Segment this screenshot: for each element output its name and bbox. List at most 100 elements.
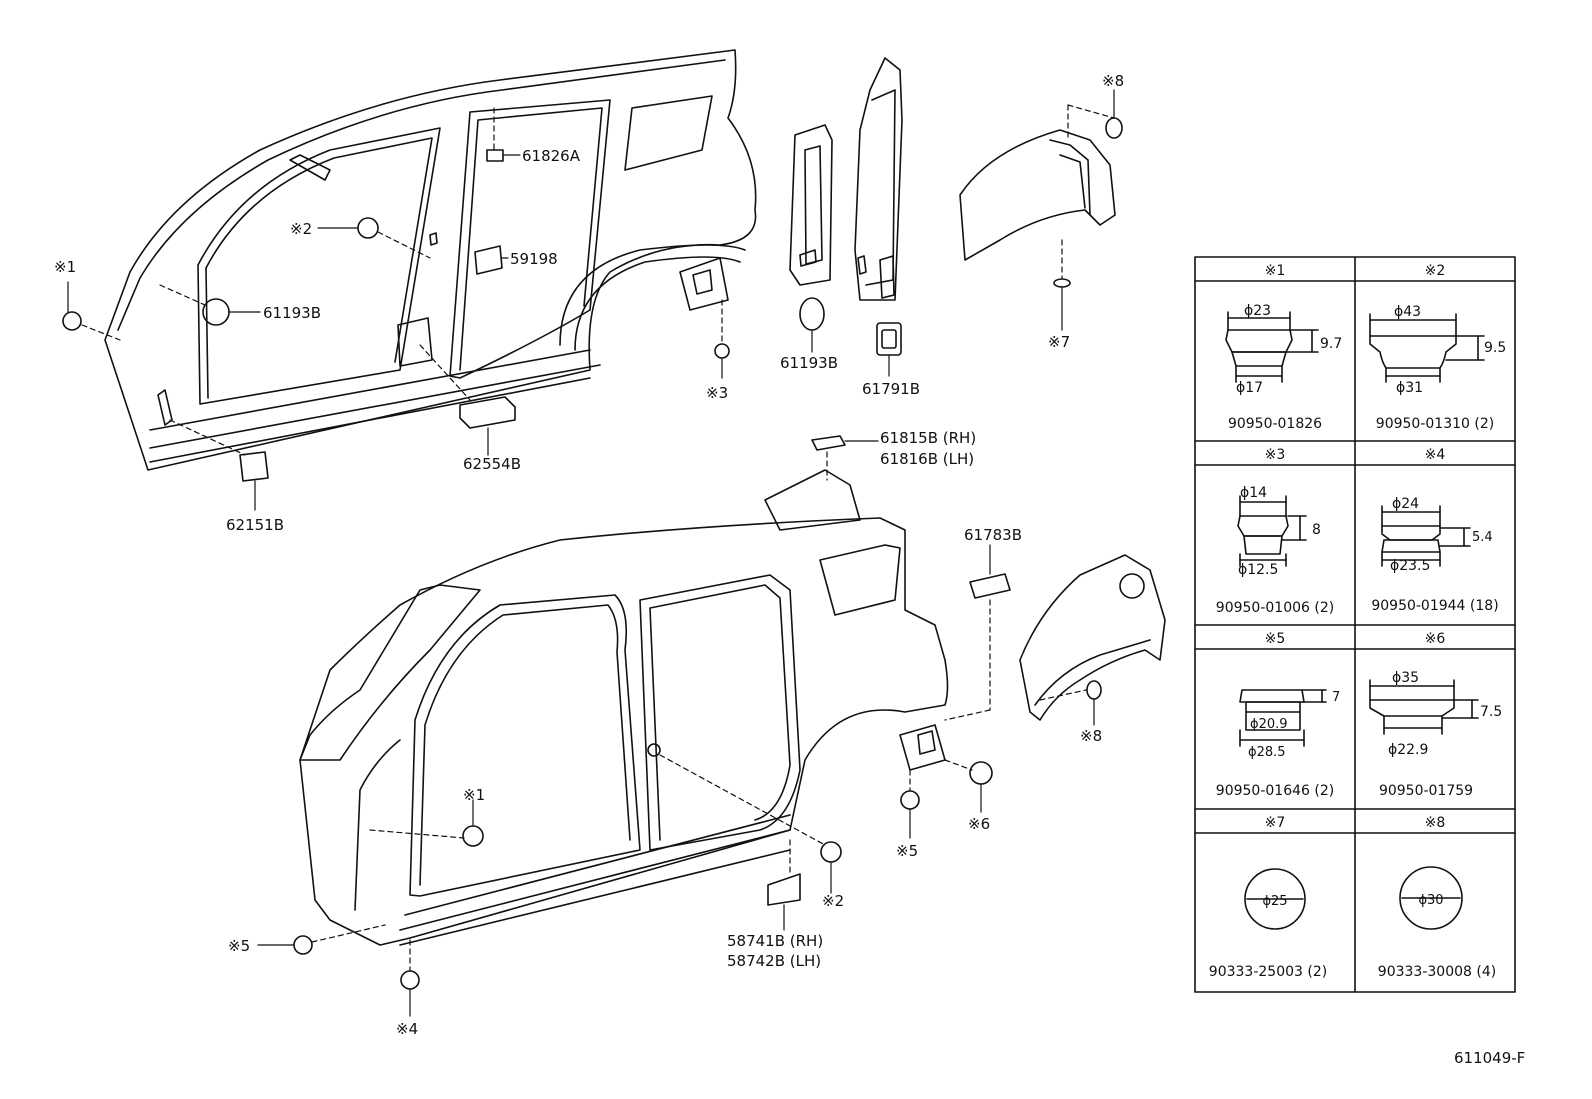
callout-61826A: 61826A <box>522 147 581 165</box>
rear-wheel-house-lower <box>1019 554 1166 721</box>
outer-side-panel-lower <box>299 469 949 946</box>
plug-61193B-b-shape <box>799 297 825 331</box>
callout-59198: 59198 <box>510 250 558 268</box>
cell-2-top-dim: ϕ43 <box>1394 304 1421 320</box>
mark-5-right: ※5 <box>896 842 918 860</box>
table-mark-3: ※3 <box>1265 447 1286 463</box>
cell-6-bottom-dim: ϕ22.9 <box>1388 742 1428 758</box>
mark-2-lower: ※2 <box>822 892 844 910</box>
table-mark-4: ※4 <box>1425 447 1446 463</box>
callout-61193B-b: 61193B <box>780 354 838 372</box>
cell-7-diameter: ϕ25 <box>1262 894 1287 909</box>
cell-6-height-dim: 7.5 <box>1480 704 1502 720</box>
mark-4: ※4 <box>396 1020 418 1038</box>
callout-61816B: 61816B (LH) <box>880 450 974 468</box>
table-cell-4: ϕ24 ϕ23.5 5.4 90950-01944 (18) <box>1371 496 1498 614</box>
cell-2-height-dim: 9.5 <box>1484 340 1506 356</box>
plug-mark1-upper-shape <box>62 311 82 331</box>
rear-wheel-house-upper <box>959 129 1116 261</box>
callout-61791B: 61791B <box>862 380 920 398</box>
table-mark-7: ※7 <box>1265 815 1286 831</box>
cell-8-part: 90333-30008 (4) <box>1378 964 1496 980</box>
cell-5-top-dim: ϕ20.9 <box>1250 717 1288 732</box>
plug-mark7-shape <box>1053 278 1071 288</box>
cell-2-bottom-dim: ϕ31 <box>1396 380 1423 396</box>
cell-4-height-dim: 5.4 <box>1472 530 1493 545</box>
mark-5-left: ※5 <box>228 937 250 955</box>
cell-1-height-dim: 9.7 <box>1320 336 1342 352</box>
plug-mark1-lower-shape <box>462 825 484 847</box>
callout-62151B: 62151B <box>226 516 284 534</box>
callout-labels: 61826A 59198 61193B 62554B 62151B 61193B… <box>54 72 1525 1067</box>
inner-side-panel-upper <box>104 49 757 471</box>
cell-2-part: 90950-01310 (2) <box>1376 416 1494 432</box>
table-mark-2: ※2 <box>1425 263 1446 279</box>
cell-1-top-dim: ϕ23 <box>1244 303 1271 319</box>
cell-6-part: 90950-01759 <box>1379 783 1473 799</box>
cell-4-top-dim: ϕ24 <box>1392 496 1419 512</box>
center-pillar-a <box>789 124 833 286</box>
table-mark-6: ※6 <box>1425 631 1446 647</box>
plug-mark6-shape <box>969 761 993 785</box>
callout-62554B: 62554B <box>463 455 521 473</box>
mark-1-lower: ※1 <box>463 786 485 804</box>
table-cell-8: ϕ30 90333-30008 (4) <box>1378 866 1496 980</box>
mark-8-upper: ※8 <box>1102 72 1124 90</box>
mark-3: ※3 <box>706 384 728 402</box>
mark-7: ※7 <box>1048 333 1070 351</box>
cell-5-part: 90950-01646 (2) <box>1216 783 1334 799</box>
mark-2-upper: ※2 <box>290 220 312 238</box>
center-pillar-b <box>854 57 903 301</box>
callout-58742B: 58742B (LH) <box>727 952 821 970</box>
mark-1-upper: ※1 <box>54 258 76 276</box>
plug-mark3-shape <box>714 343 730 359</box>
cell-3-part: 90950-01006 (2) <box>1216 600 1334 616</box>
mark-6: ※6 <box>968 815 990 833</box>
plug-mark4-shape <box>400 970 420 990</box>
cell-1-part: 90950-01826 <box>1228 416 1322 432</box>
cell-5-bottom-dim: ϕ28.5 <box>1248 745 1286 760</box>
grommet-61791B-shape <box>876 322 902 356</box>
cell-3-height-dim: 8 <box>1312 522 1321 538</box>
table-cell-1: ϕ23 ϕ17 9.7 90950-01826 <box>1225 303 1342 432</box>
small-parts-upper <box>62 117 1123 482</box>
callout-61783B: 61783B <box>964 526 1022 544</box>
plug-mark5-left-shape <box>293 935 313 955</box>
table-cell-7: ϕ25 90333-25003 (2) <box>1209 868 1327 980</box>
table-mark-5: ※5 <box>1265 631 1286 647</box>
cell-3-bottom-dim: ϕ12.5 <box>1238 562 1278 578</box>
callout-58741B: 58741B (RH) <box>727 932 823 950</box>
cell-4-bottom-dim: ϕ23.5 <box>1390 558 1430 574</box>
cell-7-part: 90333-25003 (2) <box>1209 964 1327 980</box>
pad-59198-shape <box>474 245 503 275</box>
table-cell-6: ϕ35 ϕ22.9 7.5 90950-01759 <box>1369 670 1502 799</box>
mark-8-lower: ※8 <box>1080 727 1102 745</box>
plug-mark2-upper-shape <box>357 217 379 239</box>
table-mark-8: ※8 <box>1425 815 1446 831</box>
pad-62554B-shape <box>459 396 516 429</box>
cell-6-top-dim: ϕ35 <box>1392 670 1419 686</box>
plug-mark5-right-shape <box>900 790 920 810</box>
callout-61193B: 61193B <box>263 304 321 322</box>
pad-62151B-shape <box>239 451 269 482</box>
table-mark-1: ※1 <box>1265 263 1286 279</box>
pad-61815B-shape <box>811 435 846 451</box>
cell-1-bottom-dim: ϕ17 <box>1236 380 1263 396</box>
table-cell-3: ϕ14 ϕ12.5 8 90950-01006 (2) <box>1216 485 1334 616</box>
diagram-id: 611049-F <box>1454 1049 1525 1067</box>
plug-table: ※1 ※2 ※3 ※4 ※5 ※6 ※7 ※8 ϕ23 ϕ17 9.7 9095… <box>1194 256 1516 993</box>
cell-8-diameter: ϕ30 <box>1418 893 1443 908</box>
cell-3-top-dim: ϕ14 <box>1240 485 1267 501</box>
pad-58741B-shape <box>767 873 801 906</box>
callout-61815B: 61815B (RH) <box>880 429 976 447</box>
pad-61826A-shape <box>486 149 504 162</box>
cell-5-height-dim: 7 <box>1332 690 1340 705</box>
table-cell-5: ϕ20.9 ϕ28.5 7 90950-01646 (2) <box>1216 689 1340 799</box>
table-cell-2: ϕ43 ϕ31 9.5 90950-01310 (2) <box>1369 304 1506 432</box>
leader-lines <box>67 89 1115 1017</box>
cell-4-part: 90950-01944 (18) <box>1371 598 1498 614</box>
plug-mark8-lower-shape <box>1086 680 1102 700</box>
plug-mark8-upper-shape <box>1105 117 1123 139</box>
plug-mark2-lower-shape <box>820 841 842 863</box>
